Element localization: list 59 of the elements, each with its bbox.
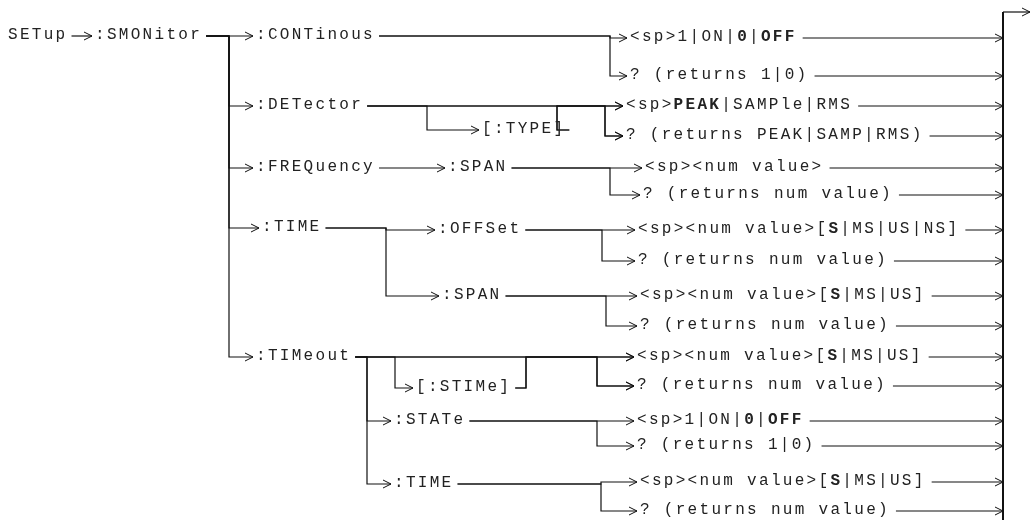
connector-arrow	[928, 352, 1004, 362]
connector-arrow	[354, 356, 392, 489]
connector-arrow	[205, 35, 254, 362]
connector-arrow	[456, 483, 638, 516]
connector-arrow	[931, 477, 1004, 487]
command-keyword: :SPAN	[442, 286, 502, 304]
command-keyword: :SPAN	[448, 158, 508, 176]
parameter-option: ? (returns num value)	[638, 251, 888, 269]
parameter-option: ? (returns 1|0)	[630, 66, 809, 84]
connector-arrow	[468, 420, 635, 451]
connector-arrow	[892, 381, 1004, 391]
parameter-option: ? (returns num value)	[640, 501, 890, 519]
parameter-option: ? (returns num value)	[637, 376, 887, 394]
parameter-option: ? (returns 1|0)	[637, 436, 816, 454]
connector-arrow	[510, 167, 641, 200]
connector-arrow	[820, 441, 1004, 451]
connector-arrow	[524, 229, 636, 266]
connector-arrow	[828, 163, 1004, 173]
parameter-option: <sp>1|ON|0|OFF	[630, 28, 797, 46]
connector-arrow	[809, 416, 1004, 426]
connector-arrow	[857, 101, 1004, 111]
command-keyword: :TIME	[262, 218, 322, 236]
connector-arrow	[928, 131, 1004, 141]
connector-arrow	[931, 291, 1004, 301]
connector-arrow	[378, 35, 628, 81]
parameter-option: <sp>1|ON|0|OFF	[637, 411, 804, 429]
connector-arrow	[898, 190, 1004, 200]
command-keyword: :DETector	[256, 96, 364, 114]
parameter-option: <sp><num value>[S|MS|US]	[640, 286, 926, 304]
parameter-option: <sp><num value>[S|MS|US]	[640, 472, 926, 490]
command-keyword: :FREQuency	[256, 158, 375, 176]
parameter-option: ? (returns num value)	[643, 185, 893, 203]
parameter-option: <sp><num value>[S|MS|US]	[637, 347, 923, 365]
connector-arrow	[813, 71, 1004, 81]
parameter-option: <sp><num value>[S|MS|US|NS]	[638, 220, 960, 238]
command-keyword: SETup	[8, 26, 68, 44]
command-keyword: :SMONitor	[95, 26, 203, 44]
connector-arrow	[895, 506, 1004, 516]
command-keyword: [:TYPE]	[482, 120, 566, 138]
parameter-option: <sp><num value>	[645, 158, 824, 176]
command-keyword: [:STIMe]	[416, 378, 512, 396]
connector-arrow	[802, 33, 1004, 43]
connector-arrow	[964, 225, 1004, 235]
connector-arrow	[895, 321, 1004, 331]
command-keyword: :TIME	[394, 474, 454, 492]
command-keyword: :STATe	[394, 411, 466, 429]
connector-arrow	[378, 163, 446, 173]
parameter-option: ? (returns num value)	[640, 316, 890, 334]
connector-arrow	[504, 295, 638, 331]
command-keyword: :TIMeout	[256, 347, 352, 365]
parameter-option: <sp>PEAK|SAMPle|RMS	[626, 96, 853, 114]
connector-arrow	[324, 227, 440, 301]
connector-arrow	[1002, 7, 1031, 17]
connector-arrow	[70, 31, 93, 41]
command-keyword: :OFFSet	[438, 220, 522, 238]
connector-arrow	[556, 105, 624, 141]
command-keyword: :CONTinous	[256, 26, 375, 44]
parameter-option: ? (returns PEAK|SAMP|RMS)	[626, 126, 924, 144]
connector-arrow	[893, 256, 1004, 266]
